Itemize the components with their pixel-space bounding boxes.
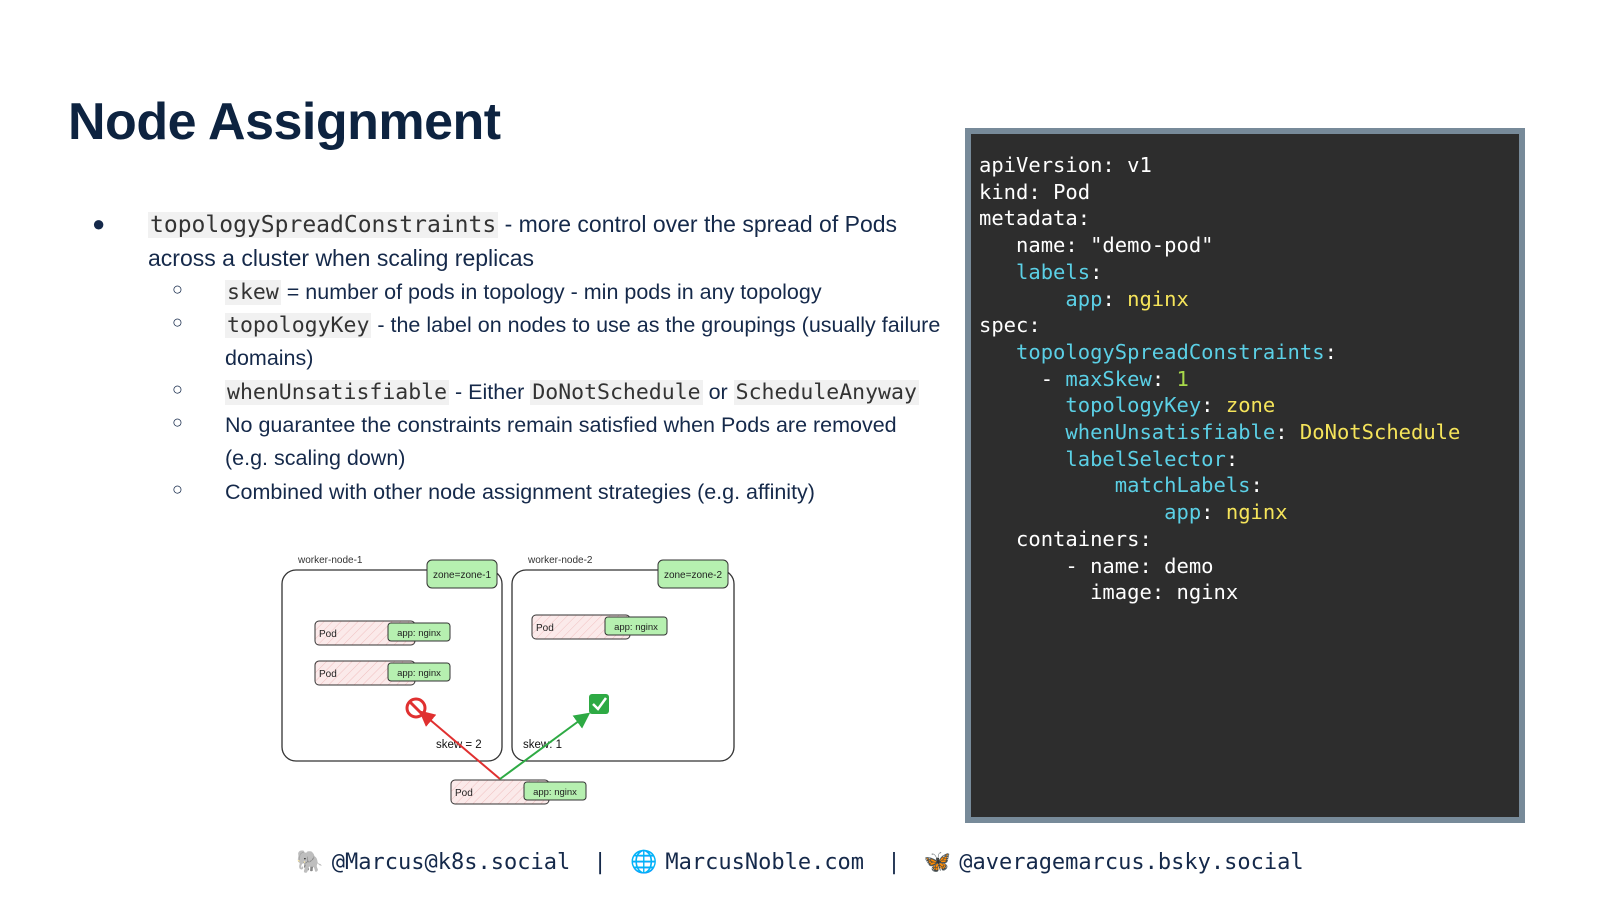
accept-arrow	[499, 712, 591, 780]
no-entry-icon	[405, 697, 427, 719]
code-skew: skew	[225, 279, 281, 305]
sub-bullet-text: = number of pods in topology - min pods …	[280, 279, 822, 304]
mastodon-handle[interactable]: @Marcus@k8s.social	[331, 850, 571, 875]
pod-label: Pod	[455, 788, 473, 799]
pod-tag-label: app: nginx	[397, 628, 441, 639]
zone2-tag	[657, 559, 729, 589]
node1-name: worker-node-1	[297, 555, 363, 566]
circle-bullet: ○	[172, 378, 183, 399]
zone1-tag	[426, 559, 498, 589]
topology-spread-diagram: worker-node-1 zone=zone-1 Pod app: nginx…	[281, 555, 735, 805]
pod-tag-label: app: nginx	[533, 787, 577, 798]
pod-tag	[604, 616, 668, 636]
footer-separator: |	[887, 850, 901, 875]
sub-bullet-skew: ○ skew = number of pods in topology - mi…	[92, 276, 942, 309]
footer: 🐘 @Marcus@k8s.social | 🌐 MarcusNoble.com |…	[0, 850, 1600, 875]
code-schedule-anyway: ScheduleAnyway	[733, 379, 919, 405]
zone1-label: zone=zone-1	[433, 570, 492, 581]
sub-bullet-list: ○ skew = number of pods in topology - mi…	[92, 276, 942, 509]
circle-bullet: ○	[172, 278, 183, 299]
bullet-dot: ●	[92, 211, 106, 236]
bullet-main-text: - more control over the spread of Pods a…	[148, 211, 898, 272]
sub-bullet-text: - Either	[449, 379, 531, 404]
sub-bullet-no-guarantee: ○ No guarantee the constraints remain sa…	[92, 409, 942, 476]
globe-icon: 🌐	[629, 850, 658, 875]
yaml-code-panel: apiVersion: v1 kind: Pod metadata: name:…	[965, 128, 1525, 823]
sub-bullet-topologykey: ○ topologyKey - the label on nodes to us…	[92, 309, 942, 376]
elephant-icon: 🐘	[296, 850, 324, 875]
worker-node-2-box	[511, 569, 735, 762]
pod-tag	[387, 662, 451, 682]
bsky-handle[interactable]: @averagemarcus.bsky.social	[959, 850, 1304, 875]
bullet-main: ● topologySpreadConstraints - more contr…	[92, 208, 942, 276]
circle-bullet: ○	[172, 411, 183, 432]
sub-bullet-when-unsatisfiable: ○ whenUnsatisfiable - Either DoNotSchedu…	[92, 376, 942, 409]
zone2-label: zone=zone-2	[664, 570, 723, 581]
sub-bullet-text: - the label on nodes to use as the group…	[225, 313, 941, 371]
code-topologykey: topologyKey	[225, 313, 372, 338]
pod-label: Pod	[319, 669, 337, 680]
pod-tag-label: app: nginx	[614, 622, 658, 633]
node2-skew: skew: 1	[523, 739, 562, 751]
pod-tag-label: app: nginx	[397, 668, 441, 679]
butterfly-icon: 🦋	[923, 850, 952, 875]
pod-tag	[523, 781, 587, 801]
sub-bullet-text: or	[702, 379, 734, 404]
bullet-list: ● topologySpreadConstraints - more contr…	[92, 208, 942, 509]
circle-bullet: ○	[172, 478, 183, 499]
node2-name: worker-node-2	[527, 555, 593, 566]
check-icon	[589, 694, 609, 714]
slide-title: Node Assignment	[68, 93, 501, 151]
reject-arrow	[418, 710, 501, 780]
code-topology-spread: topologySpreadConstraints	[148, 212, 499, 238]
circle-bullet: ○	[172, 312, 183, 332]
code-when-unsatisfiable: whenUnsatisfiable	[225, 379, 450, 405]
footer-separator: |	[593, 850, 607, 875]
sub-bullet-text: Combined with other node assignment stra…	[225, 479, 815, 504]
sub-bullet-combined: ○ Combined with other node assignment st…	[92, 476, 942, 509]
pod-tag	[387, 622, 451, 642]
code-do-not-schedule: DoNotSchedule	[530, 379, 703, 405]
website-link[interactable]: MarcusNoble.com	[665, 850, 865, 875]
yaml-code: apiVersion: v1 kind: Pod metadata: name:…	[979, 153, 1461, 605]
pod-label: Pod	[319, 629, 337, 640]
pod-label: Pod	[536, 623, 554, 634]
sub-bullet-text: No guarantee the constraints remain sati…	[225, 412, 897, 471]
